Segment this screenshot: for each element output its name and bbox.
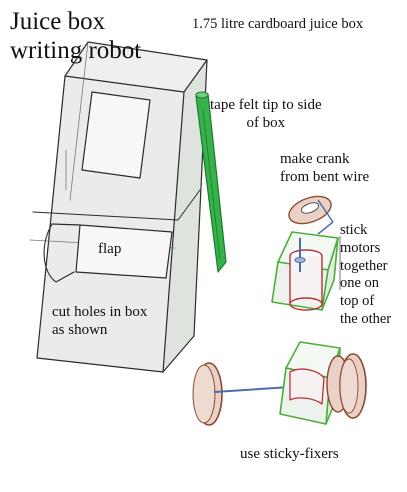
box-type-label: 1.75 litre cardboard juice box — [192, 16, 364, 32]
felt-tip-pen — [195, 91, 227, 273]
upper-hole — [81, 91, 151, 179]
pen-instruction: tape felt tip to side of box — [210, 97, 322, 131]
wheel-assembly — [192, 341, 367, 426]
juice-box — [29, 41, 208, 373]
upper-motor-stack — [271, 231, 341, 311]
page-title: Juice box writing robot — [10, 8, 142, 64]
motors-instruction: stick motors together one on top of the … — [340, 222, 392, 328]
crank-instruction: make crank from bent wire — [280, 151, 370, 185]
lower-hole — [75, 224, 173, 279]
box-side-face — [163, 60, 207, 372]
flap-label: flap — [98, 241, 122, 257]
fixers-instruction: use sticky-fixers — [240, 446, 339, 462]
crank — [288, 195, 334, 235]
box-front-face — [37, 76, 184, 372]
flap-curve — [43, 223, 75, 283]
box-top-face — [65, 42, 207, 92]
holes-instruction: cut holes in box as shown — [52, 304, 148, 338]
